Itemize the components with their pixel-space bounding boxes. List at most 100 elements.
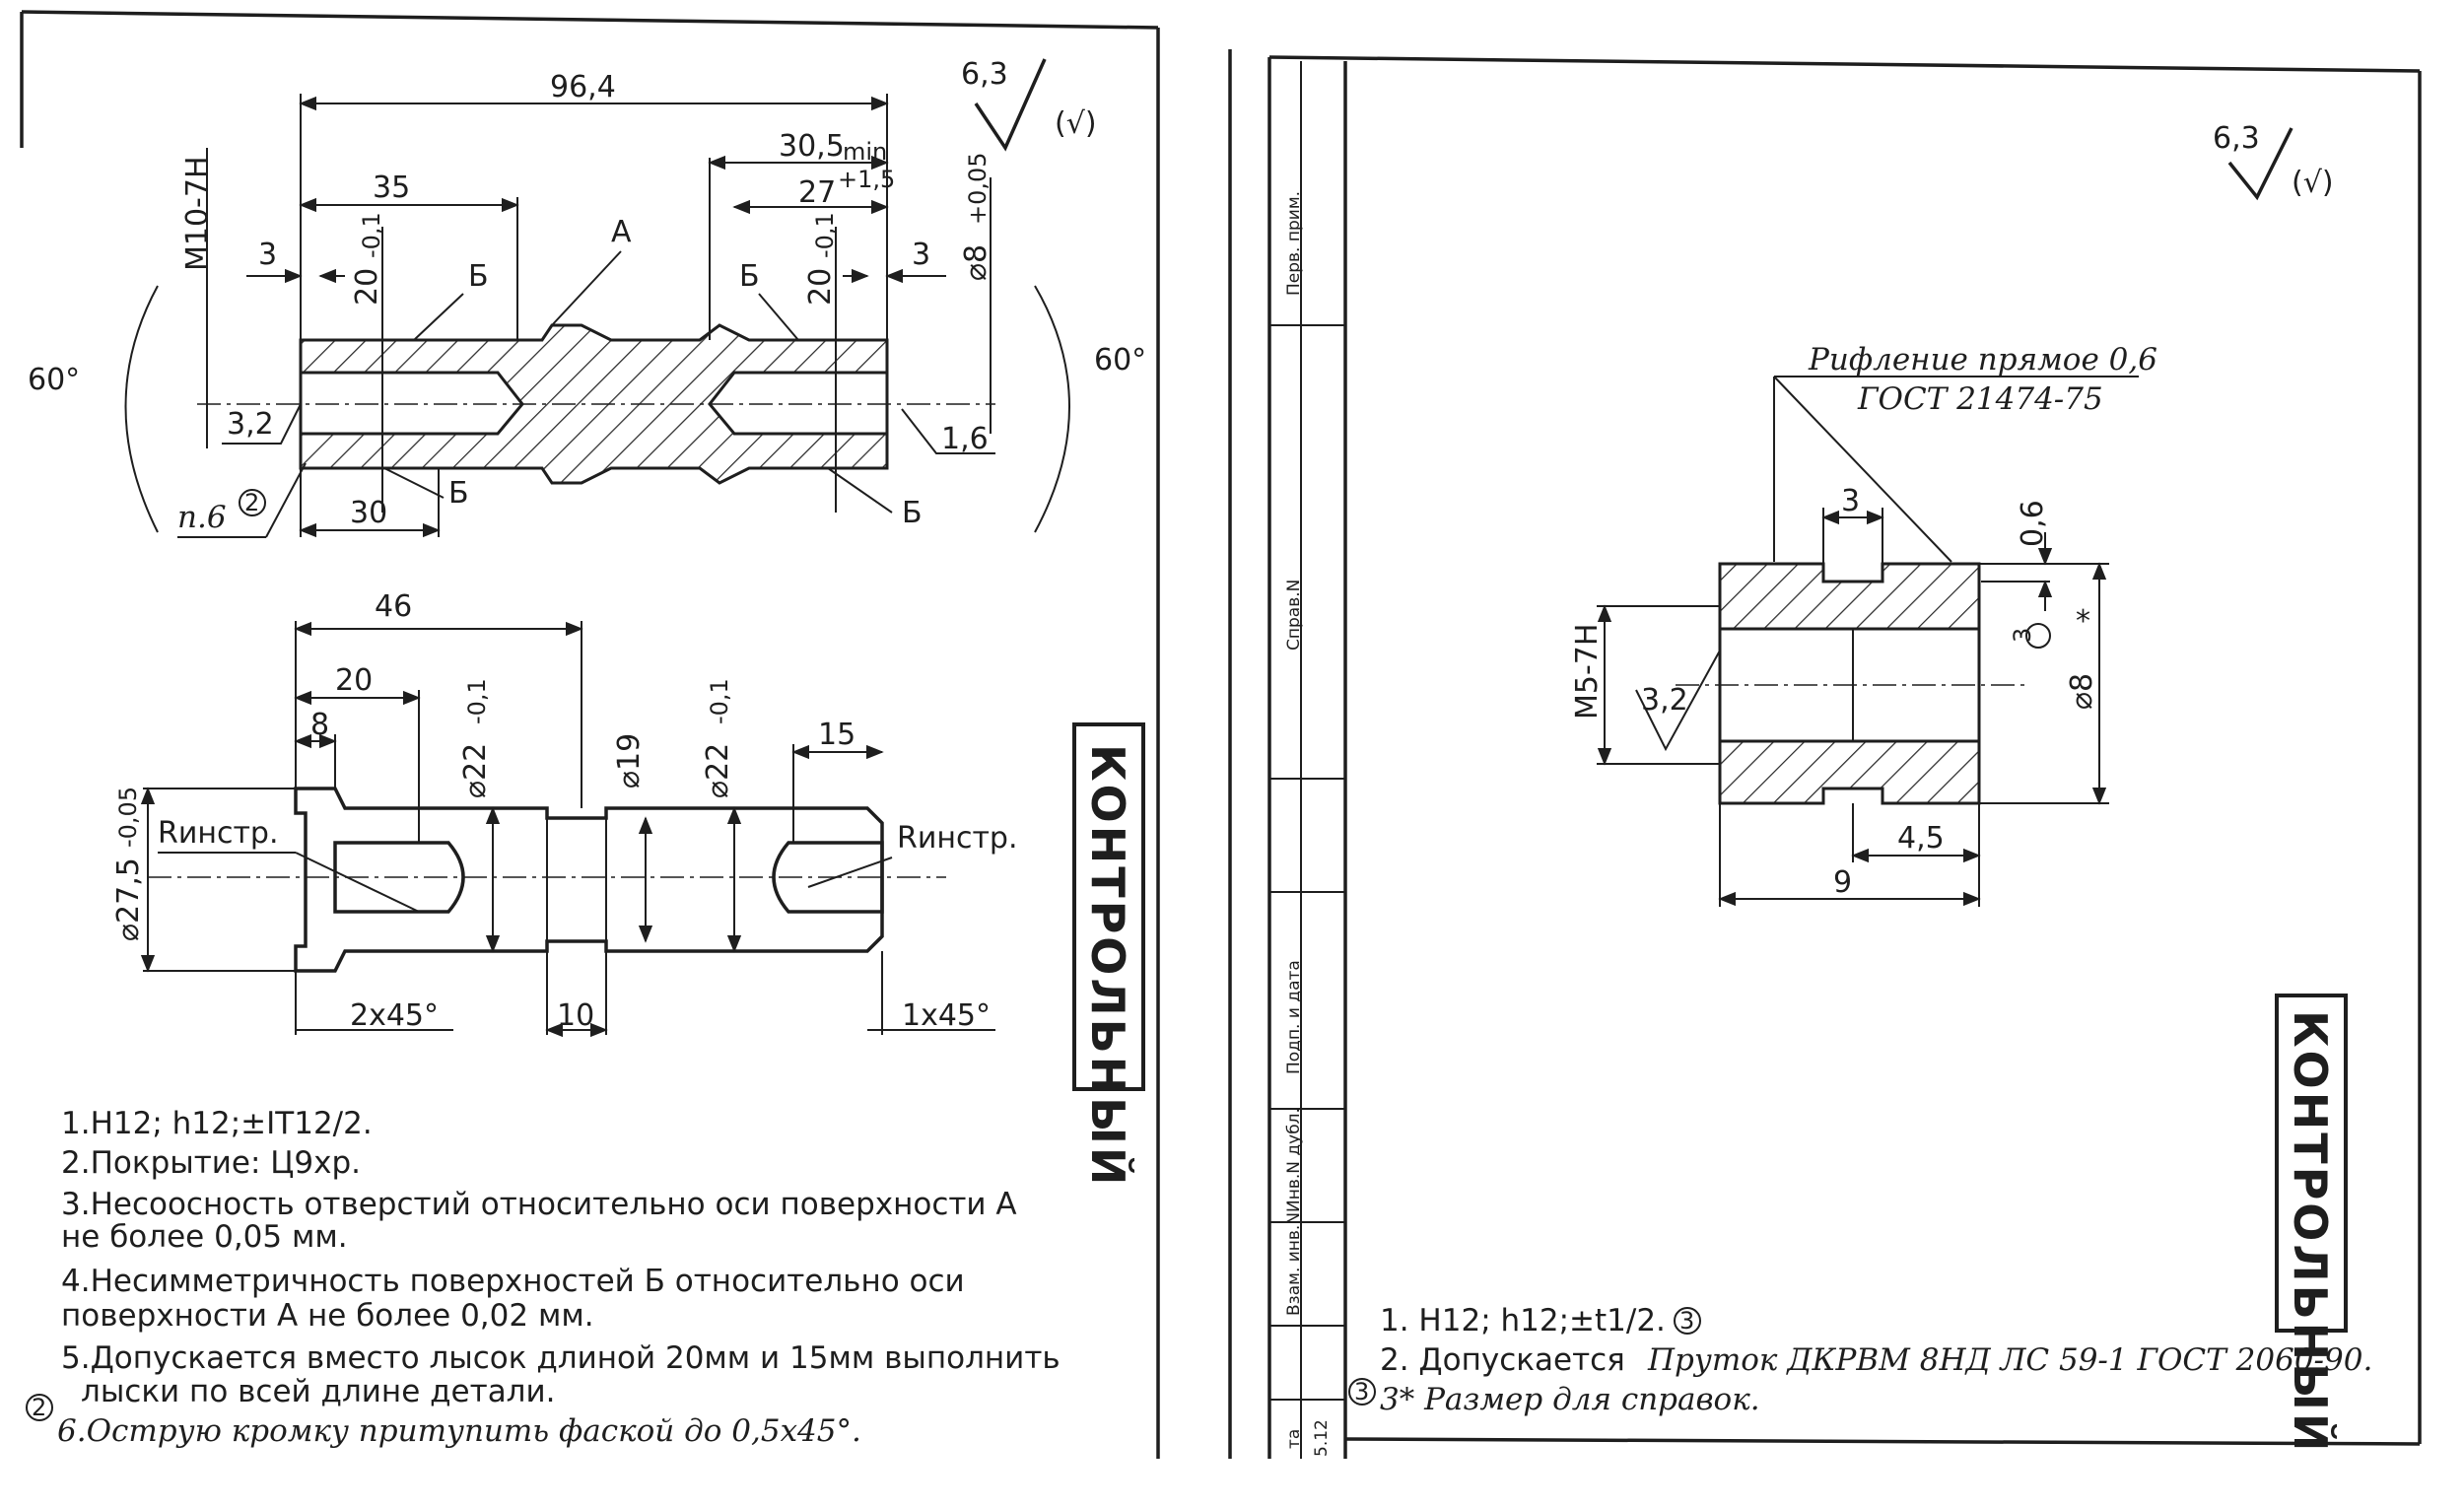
- dim-27-tol: +1,5: [838, 166, 895, 193]
- dim-thread-m10: M10-7H: [180, 156, 215, 271]
- dim-dia-19: ⌀19: [612, 733, 647, 789]
- slot-left: [333, 841, 465, 914]
- slot-right: [772, 841, 884, 914]
- surface-label-a: A: [611, 215, 632, 249]
- dim-20: 20: [335, 663, 373, 698]
- dim-hole-dia-8-tol: +0,05: [964, 152, 992, 225]
- dim-angle-60-left: 60°: [28, 363, 80, 397]
- dim-width-20-left-tol: -0,1: [358, 212, 385, 258]
- dim-hole-dia-8: ⌀8: [959, 244, 993, 281]
- bushing-section: [1676, 562, 2030, 805]
- dim-30: 30: [350, 496, 387, 530]
- dim-dia-8-star: *: [2076, 604, 2090, 639]
- dim-dia-22-a: ⌀22: [458, 743, 493, 798]
- control-stamp-text-left: КОНТРОЛЬНЫЙ: [1081, 744, 1134, 1188]
- angle-arc-left: [124, 285, 159, 533]
- shaft-dimensions: 46 20 8 15 ⌀27,5 -0,05 ⌀22 -0,1 ⌀19 ⌀22 …: [111, 589, 1018, 1038]
- roughness-3-2-right: 3,2: [1641, 683, 1688, 718]
- right-note-2-prefix: 2. Допускается: [1380, 1342, 1625, 1378]
- dim-width-20-right: 20: [803, 268, 838, 306]
- dim-dia-22-a-tol: -0,1: [463, 678, 491, 724]
- right-note-3-circle: 3: [1354, 1378, 1369, 1406]
- section-view-top: [197, 323, 995, 485]
- note-line-5: 4.Несимметричность поверхностей Б относи…: [61, 1264, 965, 1299]
- roughness-value: 6,3: [961, 57, 1008, 92]
- dim-dia-27-5: ⌀27,5: [111, 857, 146, 941]
- bushing-dimensions: 3 0,6 M5-7H 3,2 ⌀8 * 3 4,5 9: [1570, 484, 2109, 907]
- dim-4-5: 4,5: [1897, 821, 1945, 856]
- dim-15: 15: [818, 718, 856, 752]
- dim-8: 8: [310, 708, 329, 742]
- angle-arc-right: [1034, 285, 1070, 533]
- note-line-6: поверхности А не более 0,02 мм.: [61, 1298, 594, 1334]
- dim-angle-60-right: 60°: [1094, 343, 1146, 377]
- technical-notes-right: 1. H12; h12;±t1/2. 3 2. Допускается Прут…: [1348, 1303, 2372, 1417]
- knurl-note: Рифление прямое 0,6 ГОСТ 21474-75: [1773, 342, 2157, 563]
- dim-width-20-left: 20: [350, 268, 384, 306]
- note-line-7: 5.Допускается вместо лысок длиной 20мм и…: [61, 1340, 1061, 1376]
- knurl-note-line-1: Рифление прямое 0,6: [1808, 342, 2157, 377]
- top-view-dimensions: 96,4 30,5 min 27 +1,5 35 M10-7H 3 3 20 -…: [28, 70, 1146, 538]
- roughness-mark-right: 6,3 (√): [2213, 121, 2334, 201]
- dim-chamfer-2x45: 2x45°: [350, 998, 439, 1033]
- roughness-extra: (√): [1055, 106, 1097, 141]
- bushing-bottom-wall: [1718, 739, 1981, 805]
- left-sheet-frame: [20, 10, 1160, 1459]
- dim-width-20-right-tol: -0,1: [811, 212, 839, 258]
- roughness-1-6-right: 1,6: [941, 422, 989, 456]
- dim-dia-27-5-tol: -0,05: [114, 787, 142, 848]
- roughness-mark-left: 6,3 (√): [961, 57, 1097, 152]
- right-note-1: 1. H12; h12;±t1/2.: [1380, 1303, 1666, 1338]
- dim-thread-m5: M5-7H: [1570, 624, 1605, 720]
- note-line-3: 3.Несоосность отверстий относительно оси…: [61, 1187, 1017, 1222]
- note-line-8: лыски по всей длине детали.: [81, 1374, 556, 1409]
- surface-label-b3: Б: [448, 476, 469, 511]
- right-note-1-circle: 3: [1679, 1307, 1694, 1335]
- right-note-3-handwritten: 3* Размер для справок.: [1380, 1382, 1760, 1417]
- dim-3-right: 3: [912, 238, 930, 272]
- knurl-note-line-2: ГОСТ 21474-75: [1857, 381, 2103, 417]
- roughness-value-right: 6,3: [2213, 121, 2260, 156]
- surface-label-b2: Б: [739, 259, 760, 294]
- technical-notes-left: 1.H12; h12;±IT12/2. 2.Покрытие: Ц9хр. 3.…: [26, 1106, 1061, 1449]
- dim-10: 10: [557, 998, 594, 1033]
- dim-3-left: 3: [258, 238, 277, 272]
- surface-label-b4: Б: [902, 496, 923, 530]
- dim-r-tool-right: Rинстр.: [897, 821, 1018, 856]
- frame-label-inv-dubl: Инв.N дубл.: [1284, 1108, 1304, 1212]
- control-stamp-left: КОНТРОЛЬНЫЙ: [1072, 722, 1145, 1188]
- dim-dia-22-b: ⌀22: [701, 743, 735, 798]
- dim-35: 35: [373, 171, 410, 205]
- dim-dia-22-b-tol: -0,1: [706, 678, 733, 724]
- dim-groove-3: 3: [1841, 484, 1860, 518]
- dim-overall-length: 96,4: [550, 70, 616, 104]
- roughness-3-2-left: 3,2: [227, 407, 274, 442]
- dim-46: 46: [375, 589, 412, 624]
- note-line-2: 2.Покрытие: Ц9хр.: [61, 1145, 361, 1181]
- roughness-extra-right: (√): [2292, 166, 2334, 200]
- dim-r-tool-left: Rинстр.: [158, 816, 279, 851]
- dim-30-5-sub: min: [843, 138, 887, 166]
- note-line-4: не более 0,05 мм.: [61, 1219, 348, 1255]
- frame-label-sprav: Справ.N: [1284, 580, 1304, 651]
- note-ref-circle: 2: [244, 489, 259, 516]
- control-stamp-right: КОНТРОЛЬНЫЙ: [2275, 994, 2348, 1454]
- dim-9: 9: [1833, 865, 1852, 900]
- dim-30-5: 30,5: [779, 129, 845, 164]
- frame-label-date: 5.12: [1312, 1419, 1332, 1457]
- control-stamp-text-right: КОНТРОЛЬНЫЙ: [2284, 1010, 2337, 1454]
- note-ref-p6: п.6: [177, 500, 227, 535]
- note-6-circle: 2: [32, 1394, 46, 1421]
- right-sheet-frame: Перв. прим. Справ.N Подп. и дата Инв.N д…: [1228, 49, 2422, 1459]
- frame-label-vzam-inv: Взам. инв.N: [1284, 1212, 1304, 1316]
- note-line-handwritten: 6.Острую кромку притупить фаской до 0,5х…: [57, 1413, 861, 1449]
- bushing-top-wall: [1718, 562, 1981, 631]
- surface-label-b1: Б: [468, 259, 489, 294]
- dim-dia-8-circle: 3: [2009, 628, 2036, 643]
- frame-label-podp-data: Подп. и дата: [1284, 960, 1304, 1074]
- dim-27: 27: [798, 175, 836, 210]
- dim-dia-8: ⌀8: [2065, 673, 2099, 710]
- note-line-1: 1.H12; h12;±IT12/2.: [61, 1106, 373, 1141]
